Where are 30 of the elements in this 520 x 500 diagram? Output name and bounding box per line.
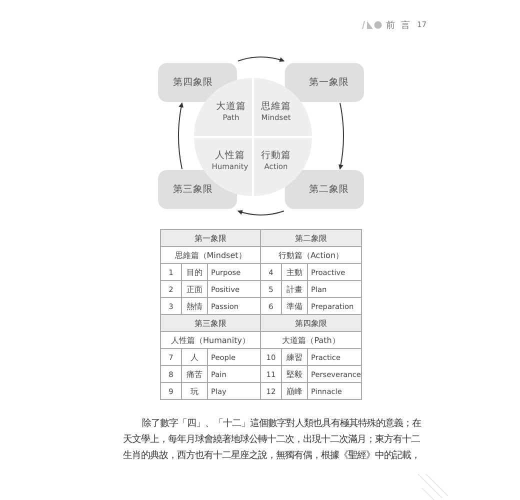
paragraph: 除了數字「四」、「十二」這個數字對人類也具有極其特殊的意義；在天文學上，每年月球會繞著地球公轉十二次，出現十二次滿月；東方有十二生肖的典故，西方也有十二星座之說，無獨有偶，根據《聖經》中的記載， xyxy=(123,417,422,463)
quadrant-title: 思維篇 xyxy=(261,101,291,113)
arrow xyxy=(338,102,344,170)
header-title: 前言 xyxy=(386,20,416,32)
table-header-cell: 第三象限 xyxy=(160,314,260,332)
table-cell: 正面 xyxy=(182,280,208,298)
table-cell: 目的 xyxy=(182,264,208,280)
quadrant-box: 第二象限 xyxy=(285,170,364,209)
table-cell: 人性篇（Humanity） xyxy=(160,332,260,348)
table-cell: 巔峰 xyxy=(282,382,308,400)
table-cell: 人 xyxy=(182,348,208,366)
table-header-cell: 第二象限 xyxy=(260,230,362,246)
arrow xyxy=(237,210,284,216)
table-cell: 大道篇（Path） xyxy=(260,332,362,348)
arrow xyxy=(178,102,184,170)
table-cell: 主動 xyxy=(282,264,308,280)
table-cell: 玩 xyxy=(182,382,208,400)
table-cell: 練習 xyxy=(282,348,308,366)
arrow xyxy=(238,56,285,62)
quadrant-title: 行動篇 xyxy=(261,150,291,162)
quadrant-title: 人性篇 xyxy=(215,150,245,162)
table-cell: 行動篇（Action） xyxy=(260,246,362,264)
table-header-cell: 第一象限 xyxy=(160,230,260,246)
table-cell: 計畫 xyxy=(282,280,308,298)
quadrant-box: 第一象限 xyxy=(285,63,364,102)
table-cell: 思維篇（Mindset） xyxy=(160,246,260,264)
table-cell: 痛苦 xyxy=(182,366,208,382)
table-cell: 堅毅 xyxy=(282,366,308,382)
table-header-cell: 第四象限 xyxy=(260,314,362,332)
quadrant-title: 大道篇 xyxy=(216,101,246,113)
